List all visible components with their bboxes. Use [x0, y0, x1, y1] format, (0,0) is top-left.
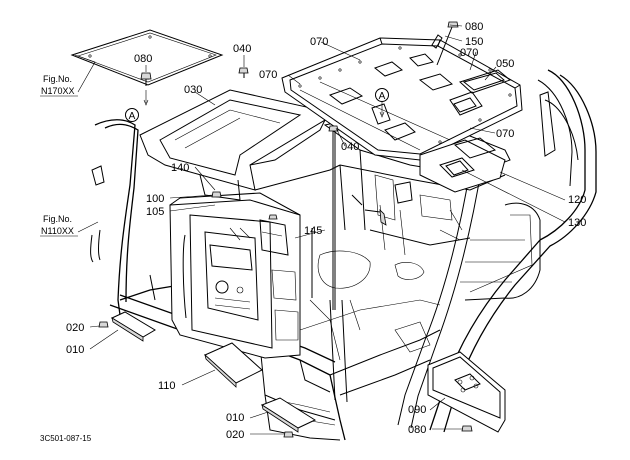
part-050-roof-panel	[281, 37, 523, 161]
fig-ref-2-line2: N110XX	[41, 226, 74, 236]
callout-050: 050	[496, 58, 514, 70]
marker-a-left-label: A	[129, 111, 136, 122]
part-090-panel	[427, 351, 506, 433]
callout-080-bottom: 080	[408, 424, 426, 436]
cab-frame	[397, 69, 597, 433]
fig-ref-1-line1: Fig.No.	[43, 74, 72, 84]
callout-070-roof-right: 070	[460, 47, 478, 59]
callout-020-bottom: 020	[226, 429, 244, 441]
callout-090: 090	[408, 404, 426, 416]
marker-a-right-label: A	[379, 91, 386, 102]
callout-120: 120	[568, 194, 586, 206]
callout-010-bottom: 010	[226, 412, 244, 424]
callout-130: 130	[568, 217, 586, 229]
bolts	[98, 21, 473, 438]
callout-070-mid: 070	[259, 69, 277, 81]
callout-150: 150	[465, 36, 483, 48]
callout-labels: 080 040 070 080 150 070 050 030 070 070 …	[66, 21, 586, 441]
part-120-hatch	[419, 137, 506, 193]
marker-a-left: A	[125, 90, 149, 122]
callout-040-mid: 040	[341, 141, 359, 153]
callout-070-right: 070	[496, 128, 514, 140]
part-top-plate	[70, 29, 224, 86]
leader-lines	[74, 24, 566, 435]
callout-100: 100	[146, 193, 164, 205]
callout-010-left: 010	[66, 344, 84, 356]
marker-a-right: A	[375, 88, 389, 118]
fig-ref-2-line1: Fig.No.	[43, 214, 72, 224]
callout-080-top-plate: 080	[134, 53, 152, 65]
callout-105: 105	[146, 206, 164, 218]
callout-020-left: 020	[66, 322, 84, 334]
callout-140: 140	[171, 162, 189, 174]
callout-080-roof: 080	[465, 21, 483, 33]
callout-030: 030	[184, 84, 202, 96]
fig-ref-1-line2: N170XX	[41, 86, 75, 96]
fig-ref-n170xx: Fig.No. N170XX	[40, 74, 78, 97]
callout-110: 110	[158, 380, 176, 392]
side-console	[169, 192, 301, 359]
callout-040-top: 040	[233, 43, 251, 55]
diagram-code: 3C501-087-15	[40, 434, 92, 443]
part-010-plates	[110, 311, 317, 433]
fig-ref-n110xx: Fig.No. N110XX	[40, 214, 78, 237]
callout-145: 145	[304, 225, 322, 237]
part-110-mat	[204, 342, 263, 388]
callout-070-roof-left: 070	[310, 36, 328, 48]
part-030-cover	[139, 89, 341, 201]
